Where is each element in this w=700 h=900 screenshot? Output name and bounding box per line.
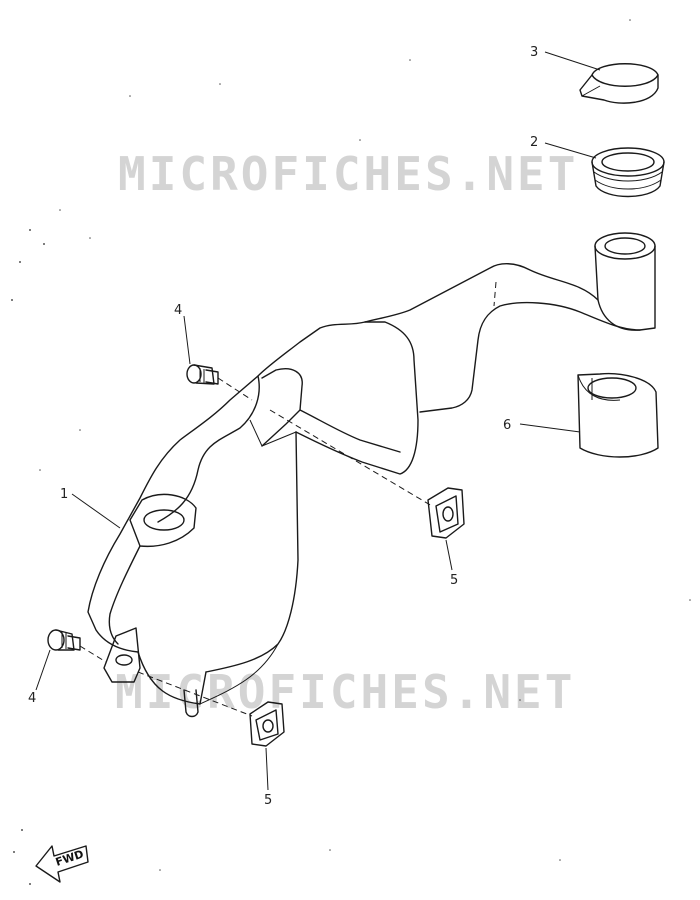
callout-2: 2 (530, 135, 538, 150)
part-5-clip-right (269, 409, 465, 539)
fwd-marker: FWD (35, 845, 89, 883)
watermark-bottom: MICROFICHES.NET (115, 665, 575, 719)
callout-3: 3 (530, 45, 538, 60)
callout-5-right: 5 (450, 573, 458, 588)
part-1-air-duct (87, 232, 656, 718)
watermark-top: MICROFICHES.NET (118, 147, 578, 201)
part-4-bolt-upper (186, 364, 253, 401)
part-4-bolt-lower (47, 629, 107, 663)
callout-labels: 3 2 6 1 4 4 5 5 (28, 45, 538, 808)
leader-lines (35, 51, 601, 791)
fwd-label: FWD (54, 848, 85, 869)
callout-1: 1 (60, 487, 68, 502)
scan-noise (11, 19, 691, 885)
callout-5-bottom: 5 (264, 793, 272, 808)
callout-6: 6 (503, 418, 511, 433)
part-2-grommet (591, 147, 665, 198)
part-3-cap (579, 63, 659, 104)
callout-4-lower: 4 (28, 691, 36, 706)
part-5-clip-bottom (137, 671, 285, 747)
part-6-sleeve (577, 372, 659, 458)
forward-arrow-icon (35, 845, 89, 883)
callout-4-upper: 4 (174, 303, 182, 318)
